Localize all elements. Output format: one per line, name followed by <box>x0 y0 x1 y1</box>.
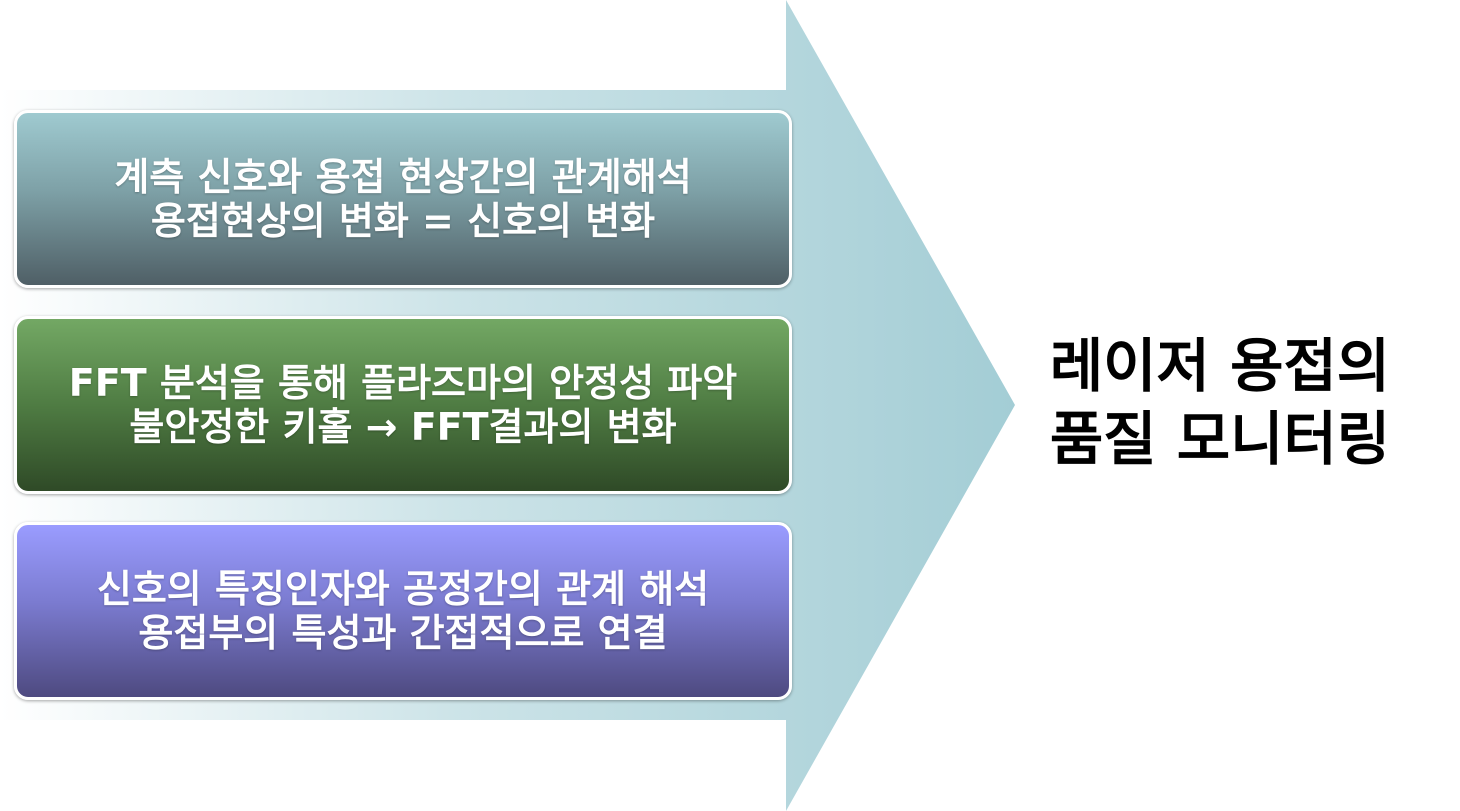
analysis-box-signal-relation: 계측 신호와 용접 현상간의 관계해석 용접현상의 변화 = 신호의 변화 <box>14 110 792 288</box>
box-1-line-1: 계측 신호와 용접 현상간의 관계해석 <box>114 154 692 199</box>
box-1-line-2: 용접현상의 변화 = 신호의 변화 <box>150 199 656 243</box>
result-line-2: 품질 모니터링 <box>1049 404 1391 473</box>
box-3-line-2: 용접부의 특성과 간접적으로 연결 <box>138 611 668 655</box>
box-2-line-1: FFT 분석을 통해 플라즈마의 안정성 파악 <box>68 360 738 405</box>
analysis-box-fft: FFT 분석을 통해 플라즈마의 안정성 파악 불안정한 키홀 → FFT결과의… <box>14 316 792 494</box>
result-line-1: 레이저 용접의 <box>1049 332 1391 400</box>
result-title: 레이저 용접의 품질 모니터링 <box>1010 330 1430 475</box>
box-3-line-1: 신호의 특징인자와 공정간의 관계 해석 <box>96 566 710 611</box>
box-2-line-2: 불안정한 키홀 → FFT결과의 변화 <box>129 405 677 449</box>
analysis-box-feature-process: 신호의 특징인자와 공정간의 관계 해석 용접부의 특성과 간접적으로 연결 <box>14 522 792 700</box>
